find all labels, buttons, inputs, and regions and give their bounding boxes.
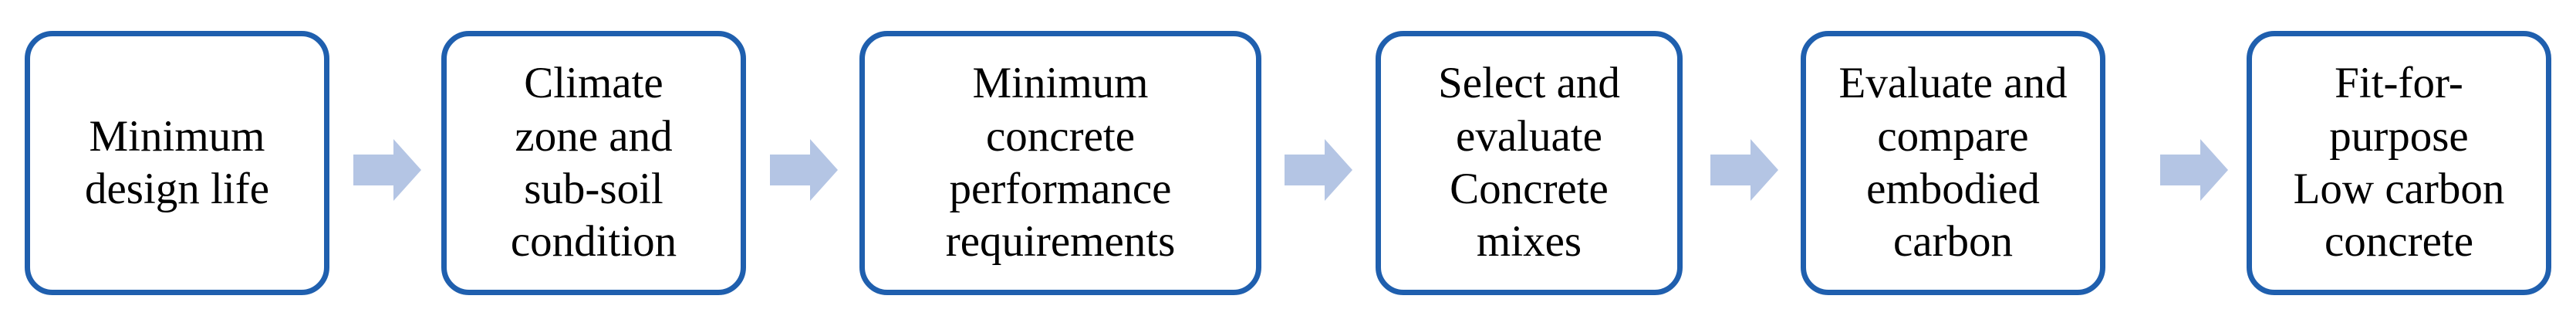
right-arrow-icon — [353, 139, 421, 201]
step-label: Fit-for- purpose Low carbon concrete — [2293, 59, 2505, 267]
step-box-climate-zone: Climate zone and sub-soil condition — [441, 31, 746, 295]
step-box-performance-requirements: Minimum concrete performance requirement… — [859, 31, 1261, 295]
right-arrow-icon — [1710, 139, 1778, 201]
step-label: Select and evaluate Concrete mixes — [1438, 59, 1620, 267]
step-box-low-carbon-concrete: Fit-for- purpose Low carbon concrete — [2247, 31, 2551, 295]
step-label: Evaluate and compare embodied carbon — [1838, 59, 2068, 267]
step-label: Minimum concrete performance requirement… — [945, 59, 1176, 267]
right-arrow-icon — [770, 139, 838, 201]
step-label: Minimum design life — [84, 111, 270, 213]
right-arrow-icon — [2160, 139, 2228, 201]
step-box-embodied-carbon: Evaluate and compare embodied carbon — [1801, 31, 2105, 295]
step-label: Climate zone and sub-soil condition — [510, 59, 677, 267]
step-box-minimum-design-life: Minimum design life — [25, 31, 329, 295]
right-arrow-icon — [1285, 139, 1352, 201]
step-box-select-mixes: Select and evaluate Concrete mixes — [1376, 31, 1683, 295]
